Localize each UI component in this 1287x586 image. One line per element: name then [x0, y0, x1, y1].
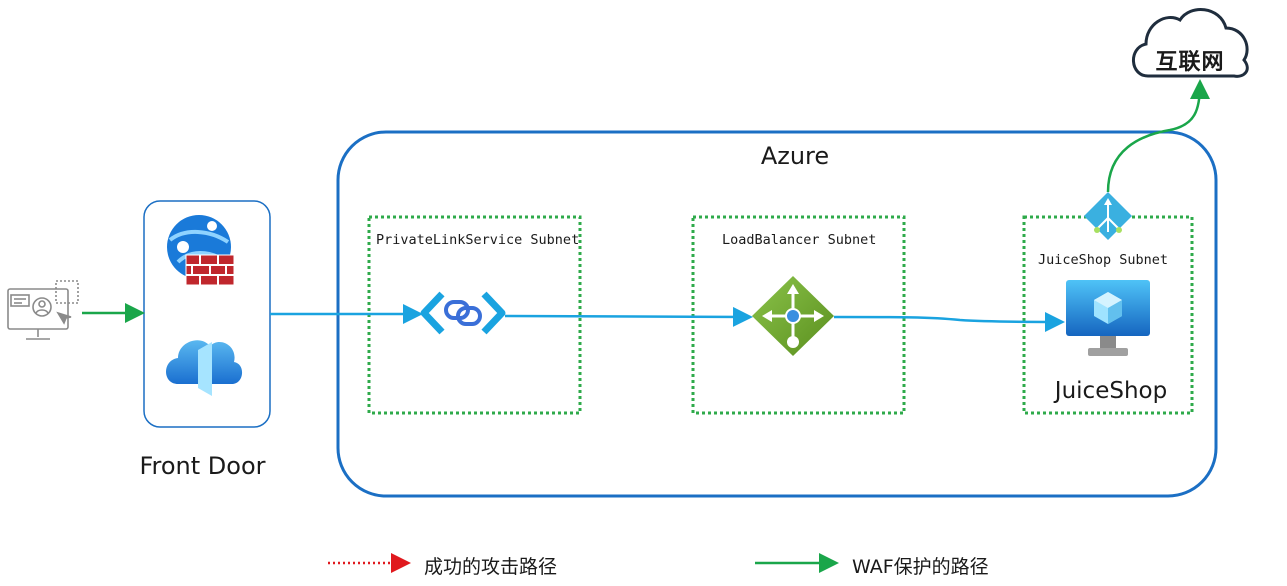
privatelink-to-lb-line	[504, 306, 753, 327]
web-application-firewall-icon	[167, 215, 235, 286]
client-monitor-icon	[7, 280, 79, 340]
front-door-label: Front Door	[139, 452, 266, 480]
internet-cloud-icon	[1132, 8, 1249, 78]
azure-label: Azure	[760, 142, 830, 170]
load-balancer-icon	[752, 276, 834, 356]
private-link-subnet-label: PrivateLinkService Subnet	[376, 232, 580, 248]
private-link-icon	[420, 291, 506, 335]
juiceshop-label: JuiceShop	[1054, 378, 1168, 404]
juiceshop-subnet-label: JuiceShop Subnet	[1038, 252, 1169, 268]
virtual-machine-icon	[1066, 280, 1150, 356]
nat-gateway-icon	[1084, 192, 1132, 240]
internet-label: 互联网	[1155, 50, 1225, 75]
legend-attack-path-label: 成功的攻击路径	[424, 556, 558, 578]
load-balancer-subnet-box	[691, 215, 906, 415]
nat-to-internet-arrow	[1106, 79, 1210, 193]
front-door-cloud-icon	[166, 340, 243, 396]
legend-waf-path-label: WAF保护的路径	[852, 556, 989, 578]
lb-to-vm-line	[833, 311, 1065, 332]
load-balancer-subnet-label: LoadBalancer Subnet	[722, 232, 877, 248]
